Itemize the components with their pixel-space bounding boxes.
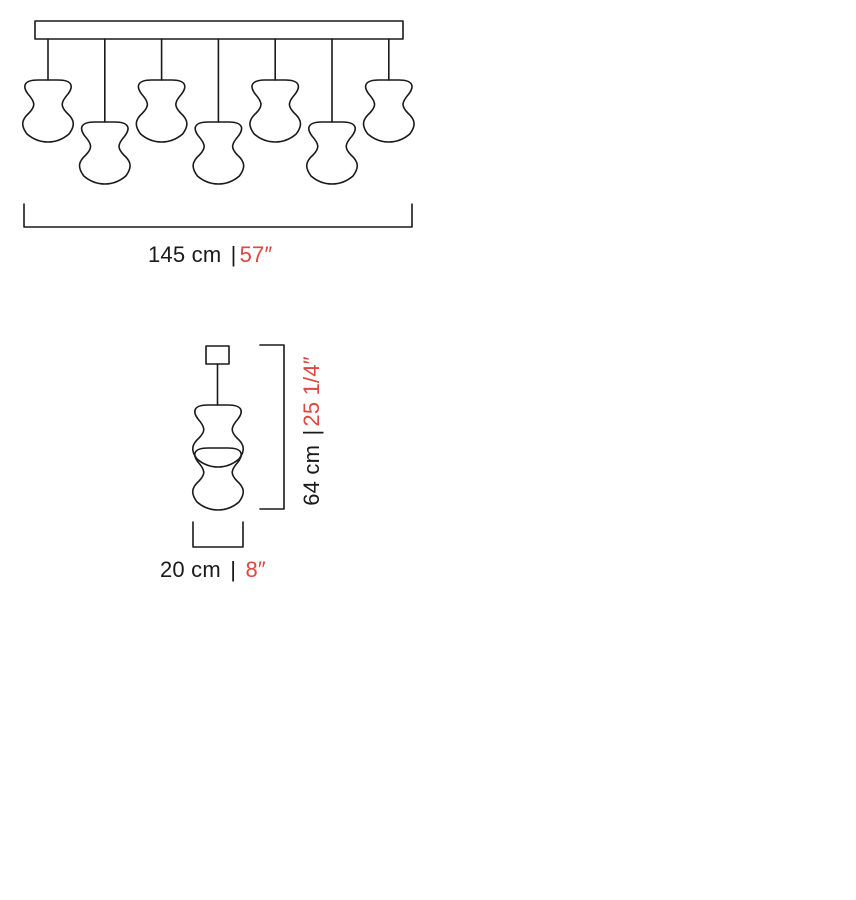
height-separator: | [299, 429, 324, 436]
side-width-separator: | [230, 557, 237, 582]
front-view [21, 20, 415, 228]
height-imperial: 25 1/4″ [299, 356, 324, 427]
side-canopy [205, 345, 230, 365]
total-width-label: 145 cm |57″ [148, 242, 272, 268]
ceiling-canopy-bar [34, 20, 404, 40]
side-shade-upper [191, 404, 245, 468]
pendant-shade [305, 121, 359, 185]
side-shade-lower [191, 447, 245, 511]
width-metric: 145 cm [148, 242, 222, 267]
pendant-shade [78, 121, 131, 185]
pendant-shade [249, 79, 302, 143]
side-width-metric: 20 cm [160, 557, 221, 582]
side-width-label: 20 cm | 8″ [160, 557, 266, 583]
pendant-shade [135, 79, 188, 143]
pendant-group [21, 38, 415, 185]
width-separator: | [230, 242, 237, 267]
width-imperial: 57″ [239, 242, 273, 267]
height-metric: 64 cm [299, 444, 324, 506]
width-dimension-bracket [23, 203, 413, 228]
height-dimension-bracket [259, 344, 285, 510]
pendant-shade [192, 121, 245, 185]
pendant-shade [362, 79, 415, 143]
side-view [191, 344, 285, 548]
side-width-dimension-bracket [192, 521, 244, 548]
side-width-imperial: 8″ [245, 557, 266, 582]
height-label: 64 cm | 25 1/4″ [299, 356, 325, 506]
pendant-shade [21, 79, 75, 143]
